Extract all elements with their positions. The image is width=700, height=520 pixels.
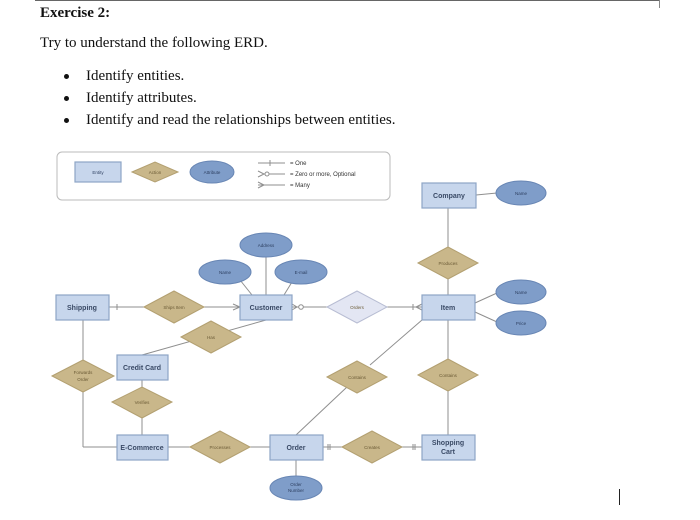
entity-ecommerce: E-Commerce bbox=[116, 434, 169, 461]
svg-text:Name: Name bbox=[515, 290, 528, 295]
entity-customer: Customer bbox=[239, 294, 293, 321]
task-item: Identify and read the relationships betw… bbox=[60, 109, 395, 131]
svg-text:Processes: Processes bbox=[209, 445, 231, 450]
svg-text:Forwards: Forwards bbox=[74, 370, 94, 375]
legend-many-label: = Many bbox=[290, 183, 310, 189]
entity-shipping: Shipping bbox=[55, 294, 110, 321]
right-border bbox=[659, 0, 660, 8]
svg-text:Shopping: Shopping bbox=[432, 440, 464, 447]
svg-text:Cart: Cart bbox=[441, 449, 456, 456]
action-contains-order-item: Contains bbox=[325, 360, 389, 394]
action-creates: Creates bbox=[340, 430, 404, 464]
legend-entity-shape bbox=[74, 161, 122, 183]
svg-text:Has: Has bbox=[207, 335, 216, 340]
svg-text:Creates: Creates bbox=[364, 445, 381, 450]
exercise-title: Exercise 2: bbox=[40, 5, 111, 21]
action-ships-item: Ships Item bbox=[142, 290, 206, 324]
svg-text:Contains: Contains bbox=[439, 373, 458, 378]
bullet-icon bbox=[64, 95, 69, 101]
legend-action-label: Action bbox=[149, 170, 162, 175]
entity-company: Company bbox=[421, 182, 477, 209]
svg-text:Order: Order bbox=[77, 377, 89, 382]
svg-text:E-mail: E-mail bbox=[295, 270, 308, 275]
bullet-icon bbox=[64, 117, 69, 123]
attribute-item-name: Name bbox=[495, 279, 547, 305]
entity-order: Order bbox=[269, 434, 324, 461]
svg-text:Contains: Contains bbox=[348, 375, 367, 380]
legend: Entity Action Attribute = One = Zero or … bbox=[56, 151, 391, 201]
svg-text:Name: Name bbox=[515, 191, 528, 196]
svg-text:Produces: Produces bbox=[438, 261, 458, 266]
legend-attribute-label: Attribute bbox=[204, 170, 221, 175]
svg-text:Credit Card: Credit Card bbox=[123, 365, 161, 372]
many-symbol-icon bbox=[257, 181, 285, 189]
top-border bbox=[35, 0, 660, 1]
svg-text:Address: Address bbox=[258, 243, 275, 248]
task-item: Identify attributes. bbox=[60, 87, 395, 109]
attribute-customer-name: Name bbox=[198, 259, 252, 285]
attribute-company-name: Name bbox=[495, 180, 547, 206]
attribute-address: Address bbox=[239, 232, 293, 258]
legend-one-label: = One bbox=[290, 161, 307, 167]
attribute-email: E-mail bbox=[274, 259, 328, 285]
svg-text:Shipping: Shipping bbox=[67, 305, 97, 312]
instruction-text: Try to understand the following ERD. bbox=[40, 35, 268, 51]
action-verifies: Verifies bbox=[110, 386, 174, 419]
task-item: Identify entities. bbox=[60, 65, 395, 87]
svg-text:Number: Number bbox=[288, 488, 305, 493]
text-cursor bbox=[619, 489, 620, 505]
action-orders: Orders bbox=[325, 290, 389, 324]
legend-entity-label: Entity bbox=[92, 170, 104, 175]
svg-text:Name: Name bbox=[219, 270, 232, 275]
action-processes: Processes bbox=[188, 430, 252, 464]
action-contains-cart-item: Contains bbox=[416, 358, 480, 392]
legend-attribute-shape bbox=[189, 160, 235, 184]
svg-text:Verifies: Verifies bbox=[135, 400, 151, 405]
svg-text:Order: Order bbox=[286, 445, 305, 452]
action-has: Has bbox=[179, 320, 243, 354]
relationship-lines bbox=[82, 192, 498, 477]
entity-item: Item bbox=[421, 294, 476, 321]
svg-text:Customer: Customer bbox=[250, 305, 283, 312]
svg-text:Price: Price bbox=[516, 321, 527, 326]
task-list: Identify entities. Identify attributes. … bbox=[60, 65, 395, 131]
action-produces: Produces bbox=[416, 246, 480, 280]
svg-text:Company: Company bbox=[433, 193, 465, 200]
legend-action-shape bbox=[130, 161, 180, 183]
svg-text:Item: Item bbox=[441, 305, 455, 312]
attribute-price: Price bbox=[495, 310, 547, 336]
svg-text:Ships Item: Ships Item bbox=[163, 305, 185, 310]
legend-zero-or-more-label: = Zero or more, Optional bbox=[290, 172, 356, 178]
svg-text:Order: Order bbox=[290, 482, 302, 487]
entity-credit-card: Credit Card bbox=[116, 354, 169, 381]
bullet-icon bbox=[64, 73, 69, 79]
svg-text:Orders: Orders bbox=[350, 305, 365, 310]
svg-text:E-Commerce: E-Commerce bbox=[120, 445, 163, 452]
